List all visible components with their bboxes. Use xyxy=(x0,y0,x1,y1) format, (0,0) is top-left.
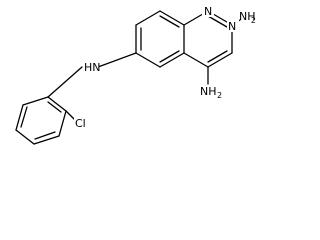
chloro-label: Cl xyxy=(75,117,86,130)
amine-bottom-label: NH xyxy=(200,85,217,98)
pyrimidine-ring-bonds xyxy=(183,10,233,68)
ring-n-right-label: N xyxy=(228,20,236,33)
amine-top-label: NH xyxy=(239,10,256,23)
chlorophenyl-ring-bonds xyxy=(15,96,76,145)
ring-n-top-label: N xyxy=(204,5,212,18)
chemical-structure-diagram: N N NH 2 NH 2 HN Cl xyxy=(15,4,256,145)
linker-bonds xyxy=(47,52,137,98)
amine-bottom-subscript: 2 xyxy=(217,91,222,100)
linker-nh-label: HN xyxy=(84,61,101,74)
amine-top-subscript: 2 xyxy=(251,16,256,25)
benzo-ring-bonds xyxy=(135,10,185,68)
